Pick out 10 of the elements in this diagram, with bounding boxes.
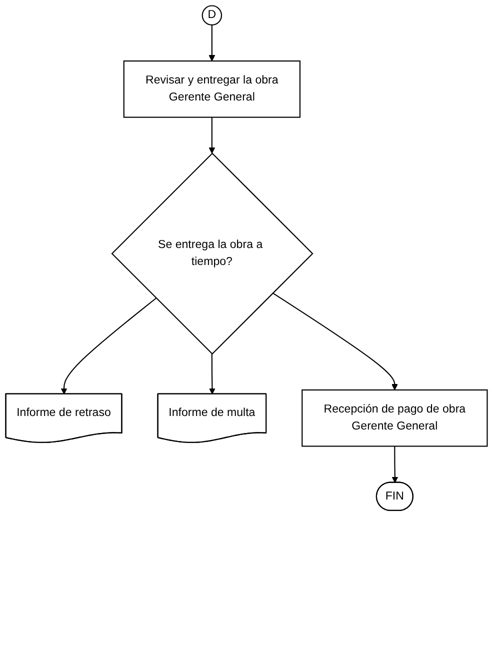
arrow <box>392 446 398 483</box>
arrow <box>272 292 398 390</box>
arrow <box>208 24 216 62</box>
node-box: Revisar y entregar la obra Gerente General <box>123 60 301 118</box>
node-diamond: Se entrega la obra a tiempo? <box>111 152 314 355</box>
node-circle: D <box>202 5 222 26</box>
arrow <box>60 298 156 394</box>
arrow <box>208 117 216 154</box>
node-box: Recepción de pago de obra Gerente General <box>302 389 488 447</box>
arrow <box>209 354 216 394</box>
